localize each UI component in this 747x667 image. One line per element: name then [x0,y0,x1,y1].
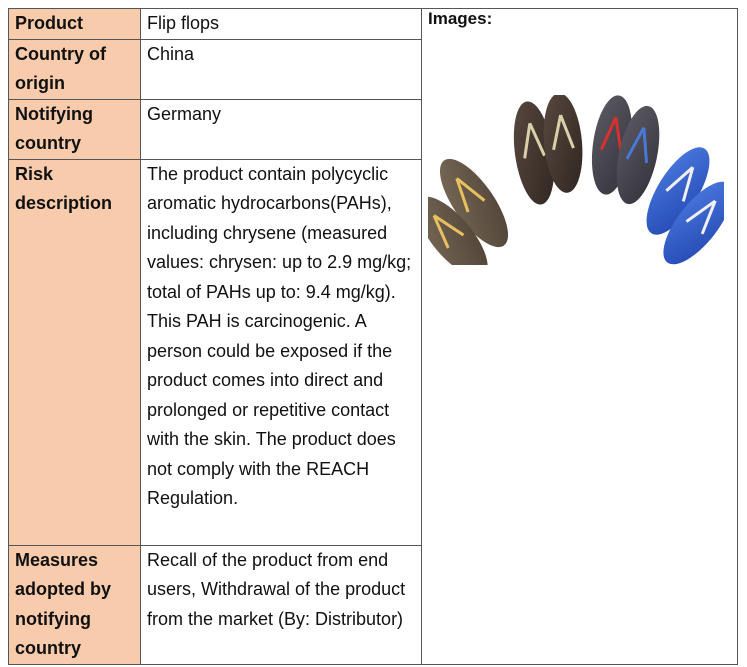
measures-value: Recall of the product from end users, Wi… [140,544,422,665]
notifying-country-value: Germany [140,98,422,160]
product-label: Product [8,8,141,40]
notifying-country-label: Notifying country [8,98,141,160]
country-of-origin-label: Country of origin [8,38,141,100]
risk-description-label: Risk description [8,158,141,546]
country-of-origin-value: China [140,38,422,100]
product-value: Flip flops [140,8,422,40]
risk-description-value: The product contain polycyclic aromatic … [140,158,422,546]
images-label: Images: [428,9,493,28]
product-report-table: Product Flip flops Images: [8,8,738,665]
images-cell: Images: [421,8,738,665]
measures-label: Measures adopted by notifying country [8,544,141,665]
flip-flops-image [428,95,724,265]
